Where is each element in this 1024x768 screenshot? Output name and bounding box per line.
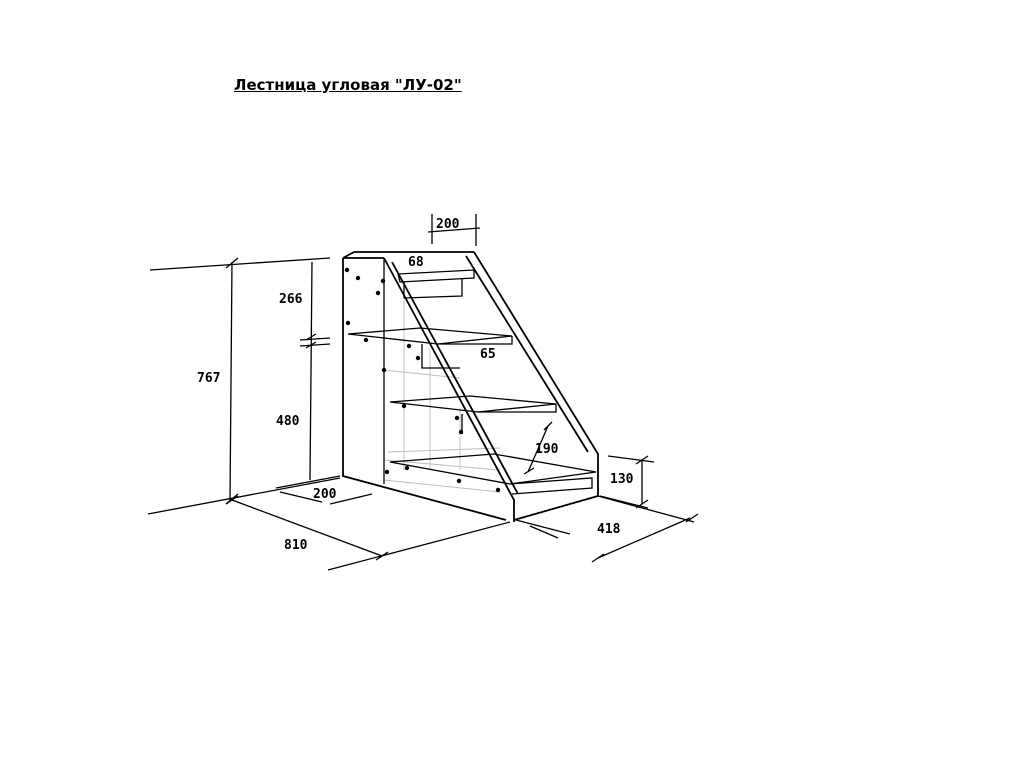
dim-upper-height: 266 xyxy=(279,292,303,307)
dim-width: 418 xyxy=(597,522,621,537)
staircase-body xyxy=(342,251,599,522)
dim-total-length: 810 xyxy=(284,538,308,553)
dim-top-step-depth: 68 xyxy=(408,255,424,270)
dimension-labels: 200 68 266 65 767 480 190 130 200 810 41… xyxy=(197,217,634,553)
dim-mid-step-depth: 65 xyxy=(480,347,496,362)
dim-total-height: 767 xyxy=(197,371,220,386)
dim-bottom-step-height: 130 xyxy=(610,472,634,487)
drawing-title: Лестница угловая "ЛУ-02" xyxy=(234,76,462,94)
dim-top-width: 200 xyxy=(436,217,460,232)
fastener-dots xyxy=(344,267,501,493)
dimension-lines xyxy=(147,214,699,571)
dim-step-height: 190 xyxy=(535,442,559,457)
dim-lower-height: 480 xyxy=(276,414,300,429)
dim-base-depth: 200 xyxy=(313,487,337,502)
